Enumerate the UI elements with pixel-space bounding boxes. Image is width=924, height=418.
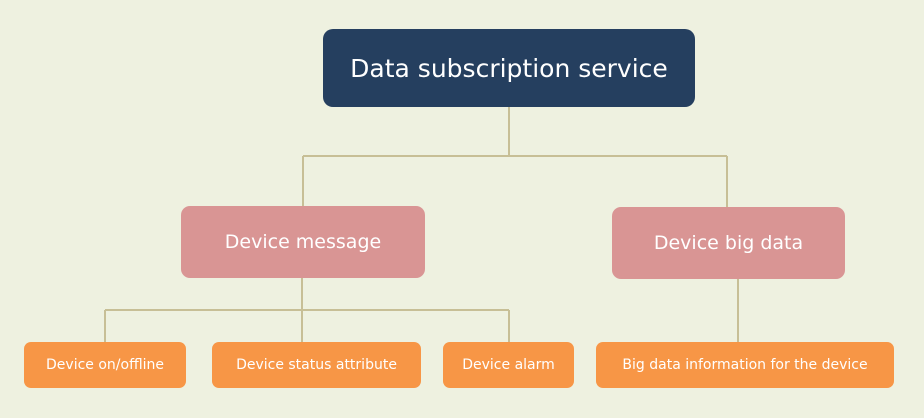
node-root-label: Data subscription service: [350, 53, 668, 83]
leaf-device-alarm-label: Device alarm: [462, 357, 555, 373]
leaf-device-on-offline: Device on/offline: [24, 342, 186, 388]
node-data-subscription-service: Data subscription service: [323, 29, 695, 107]
node-device-message: Device message: [181, 206, 425, 278]
leaf-big-data-information: Big data information for the device: [596, 342, 894, 388]
leaf-device-alarm: Device alarm: [443, 342, 574, 388]
leaf-big-data-information-label: Big data information for the device: [622, 357, 868, 373]
leaf-device-status-attribute: Device status attribute: [212, 342, 421, 388]
node-device-big-data: Device big data: [612, 207, 845, 279]
node-device-message-label: Device message: [224, 231, 382, 253]
node-device-big-data-label: Device big data: [653, 232, 804, 254]
leaf-device-on-offline-label: Device on/offline: [46, 357, 164, 373]
leaf-device-status-attribute-label: Device status attribute: [236, 357, 397, 373]
